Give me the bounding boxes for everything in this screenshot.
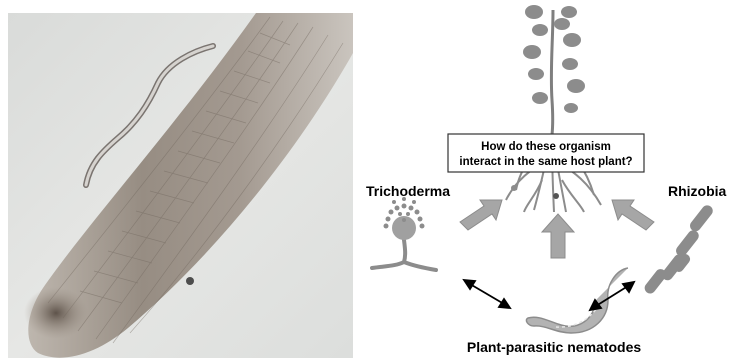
question-line-1: How do these organism [481, 141, 611, 153]
double-arrow-trichoderma-nematode [464, 280, 510, 308]
nematodes-label: Plant-parasitic nematodes [467, 339, 641, 355]
root-nodule [511, 185, 517, 191]
nematode-icon [526, 268, 628, 333]
root-nematode-micrograph [8, 13, 353, 358]
question-line-2: interact in the same host plant? [459, 156, 632, 168]
arrow-trichoderma-to-plant [460, 200, 502, 230]
trichoderma-label: Trichoderma [366, 183, 450, 199]
rhizobia-label: Rhizobia [668, 183, 727, 199]
root-nodule-2 [553, 193, 559, 199]
root-tip [24, 287, 88, 339]
double-arrow-nematode-rhizobia [590, 282, 634, 310]
rhizobia-icon [642, 203, 715, 296]
arrow-rhizobia-to-plant [612, 200, 654, 230]
trichoderma-icon [372, 197, 436, 270]
arrow-nematode-to-plant [542, 214, 574, 258]
interaction-diagram: How do these organism interact in the sa… [356, 0, 744, 361]
debris-particle [186, 277, 194, 285]
plant-shoot [523, 5, 585, 135]
